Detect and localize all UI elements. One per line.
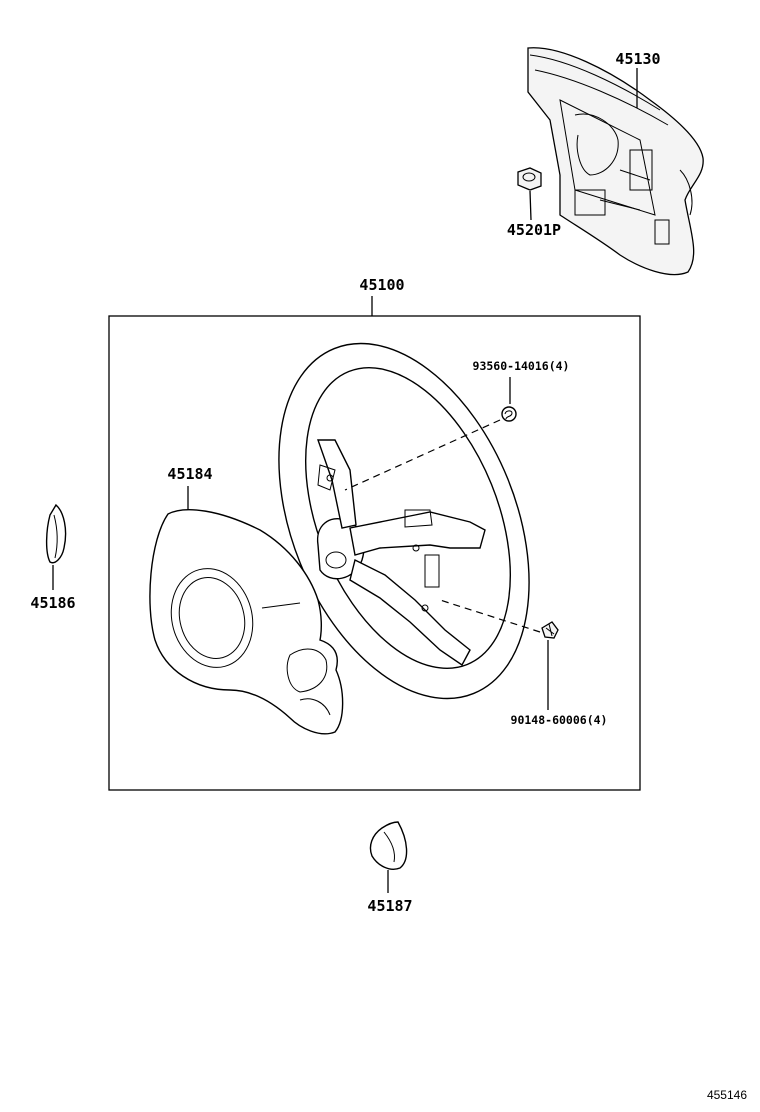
figure-id: 455146 (707, 1088, 747, 1102)
leader-45201p (529, 190, 532, 221)
part-label-45186: 45186 (30, 594, 75, 612)
cover-45184-illustration (149, 509, 344, 735)
part-label-90148-60006: 90148-60006(4) (511, 713, 608, 727)
nut-45201p-illustration (517, 167, 542, 191)
steering-wheel-illustration (278, 342, 530, 700)
clip-90148-illustration (541, 621, 559, 639)
garnish-45187-illustration (369, 821, 408, 870)
clip-alignment-line (439, 599, 541, 633)
screw-93560-illustration (501, 406, 517, 422)
part-label-45201p: 45201P (507, 221, 561, 239)
assembly-box-45100 (108, 315, 641, 791)
part-label-45187: 45187 (367, 897, 412, 915)
garnish-45186-illustration (45, 503, 67, 564)
part-label-93560-14016: 93560-14016(4) (473, 359, 570, 373)
part-label-45130: 45130 (615, 50, 660, 68)
part-label-45184: 45184 (167, 465, 212, 483)
horn-pad-45130-illustration (527, 47, 704, 276)
screw-alignment-line (344, 419, 501, 491)
part-label-45100: 45100 (359, 276, 404, 294)
